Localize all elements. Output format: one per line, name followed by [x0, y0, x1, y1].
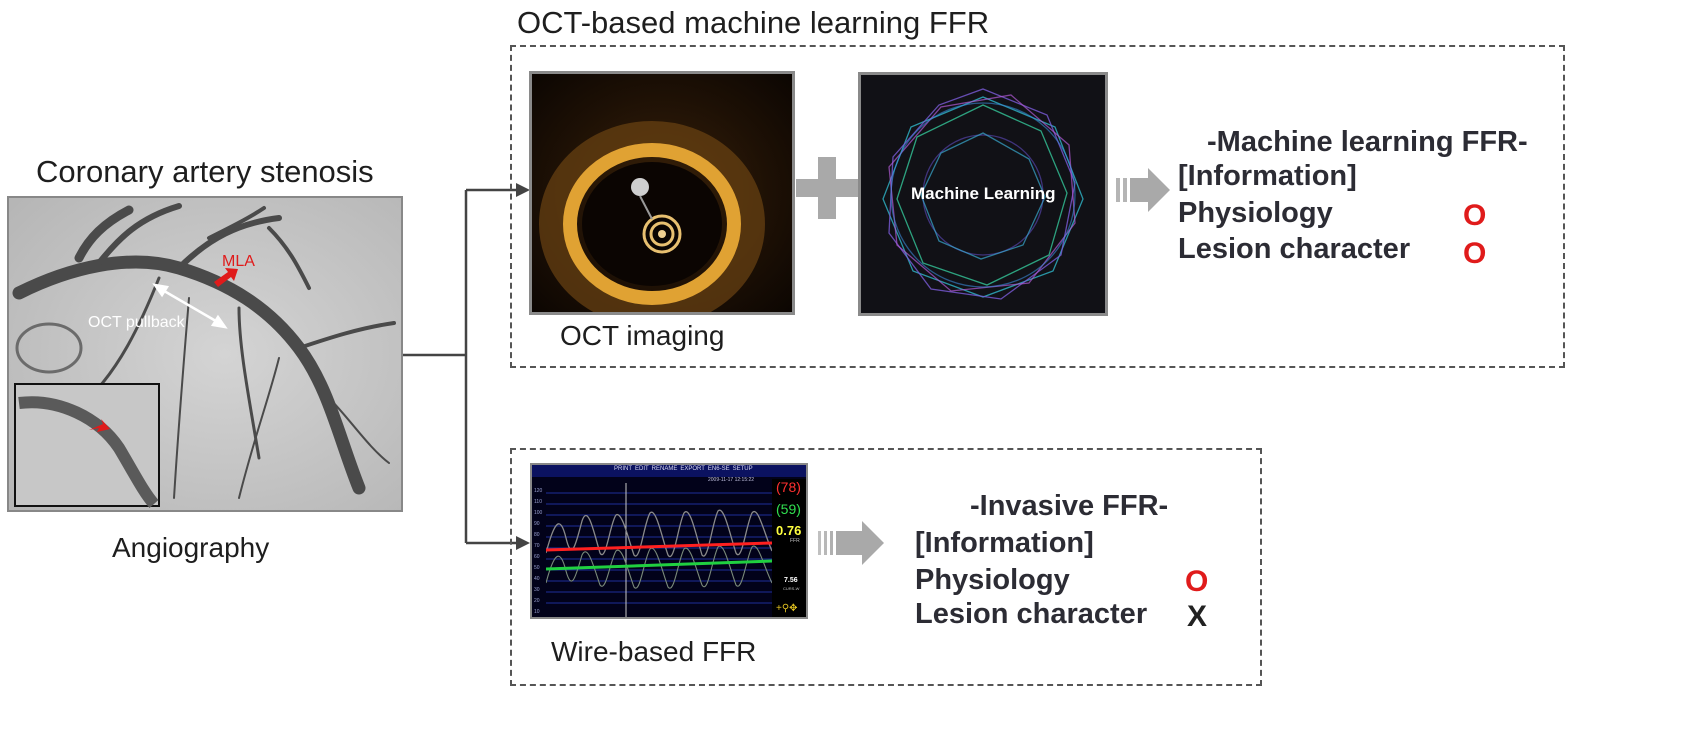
menu-item: EXPORT: [680, 466, 705, 472]
bottom-label: CURS-W: [783, 586, 800, 591]
ml-physiology-mark: O: [1463, 199, 1487, 232]
ffr-tracing: [546, 483, 772, 617]
y-tick: 120: [534, 488, 543, 494]
angiography-graphic: [9, 198, 401, 510]
zoom-icon: +⚲✥: [776, 603, 798, 614]
arrow-right-icon: [1116, 168, 1170, 212]
y-tick: 90: [534, 521, 540, 527]
oct-pullback-label: OCT pullback: [88, 314, 185, 331]
plus-icon: [796, 157, 858, 219]
angiography-image: [7, 196, 403, 512]
oct-image: [529, 71, 795, 315]
oct-panel-title: OCT-based machine learning FFR: [517, 5, 990, 40]
arrow-right-icon: [818, 521, 884, 565]
y-tick: 100: [534, 510, 543, 516]
pa-value: (78): [776, 479, 801, 495]
y-tick: 50: [534, 565, 540, 571]
ml-info-subheading: [Information]: [1178, 160, 1357, 192]
ffr-info-row-physiology: Physiology: [915, 564, 1070, 596]
y-tick: 80: [534, 532, 540, 538]
menu-item: EDIT: [635, 466, 649, 472]
machine-learning-image: [858, 72, 1108, 316]
pd-value: (59): [776, 501, 801, 517]
menu-item: RENAME: [651, 466, 678, 472]
ffr-physiology-mark: O: [1185, 565, 1209, 598]
ffr-monitor: PRINT EDIT RENAME EXPORT EN6-SE SETUP 20…: [530, 463, 808, 619]
ffr-lesion-mark: X: [1187, 600, 1208, 633]
ml-lesion-mark: O: [1463, 237, 1487, 270]
angiography-caption: Angiography: [112, 532, 270, 563]
bottom-value: 7.56: [784, 577, 798, 584]
y-tick: 20: [534, 598, 540, 604]
mla-arrow: [214, 268, 238, 287]
mla-label: MLA: [222, 253, 255, 270]
y-tick: 70: [534, 543, 540, 549]
angiography-title: Coronary artery stenosis: [36, 154, 374, 189]
y-tick: 60: [534, 554, 540, 560]
ffr-panel-box: [510, 448, 1262, 686]
oct-panel-box: [510, 45, 1565, 368]
monitor-timestamp: 2009-11-17 12:15:22: [708, 477, 755, 483]
ffr-value: 0.76: [776, 523, 802, 538]
menu-item: EN6-SE: [707, 466, 730, 472]
menu-item: PRINT: [614, 466, 632, 472]
ffr-caption: Wire-based FFR: [551, 636, 757, 667]
oct-caption: OCT imaging: [560, 320, 725, 351]
inset-arrow: [89, 419, 110, 432]
machine-learning-label: Machine Learning: [911, 184, 1056, 203]
y-tick: 30: [534, 587, 540, 593]
ffr-label: FFR: [790, 538, 800, 544]
ffr-info-heading: -Invasive FFR-: [970, 490, 1169, 522]
y-tick: 40: [534, 576, 540, 582]
ml-info-row-lesion: Lesion character: [1178, 233, 1411, 265]
ffr-info-subheading: [Information]: [915, 527, 1094, 559]
ffr-info-row-lesion: Lesion character: [915, 598, 1148, 630]
y-tick: 10: [534, 609, 540, 615]
menu-item: SETUP: [732, 466, 753, 472]
ml-info-row-physiology: Physiology: [1178, 197, 1333, 229]
ml-info-heading: -Machine learning FFR-: [1207, 126, 1528, 158]
y-tick: 110: [534, 499, 542, 505]
